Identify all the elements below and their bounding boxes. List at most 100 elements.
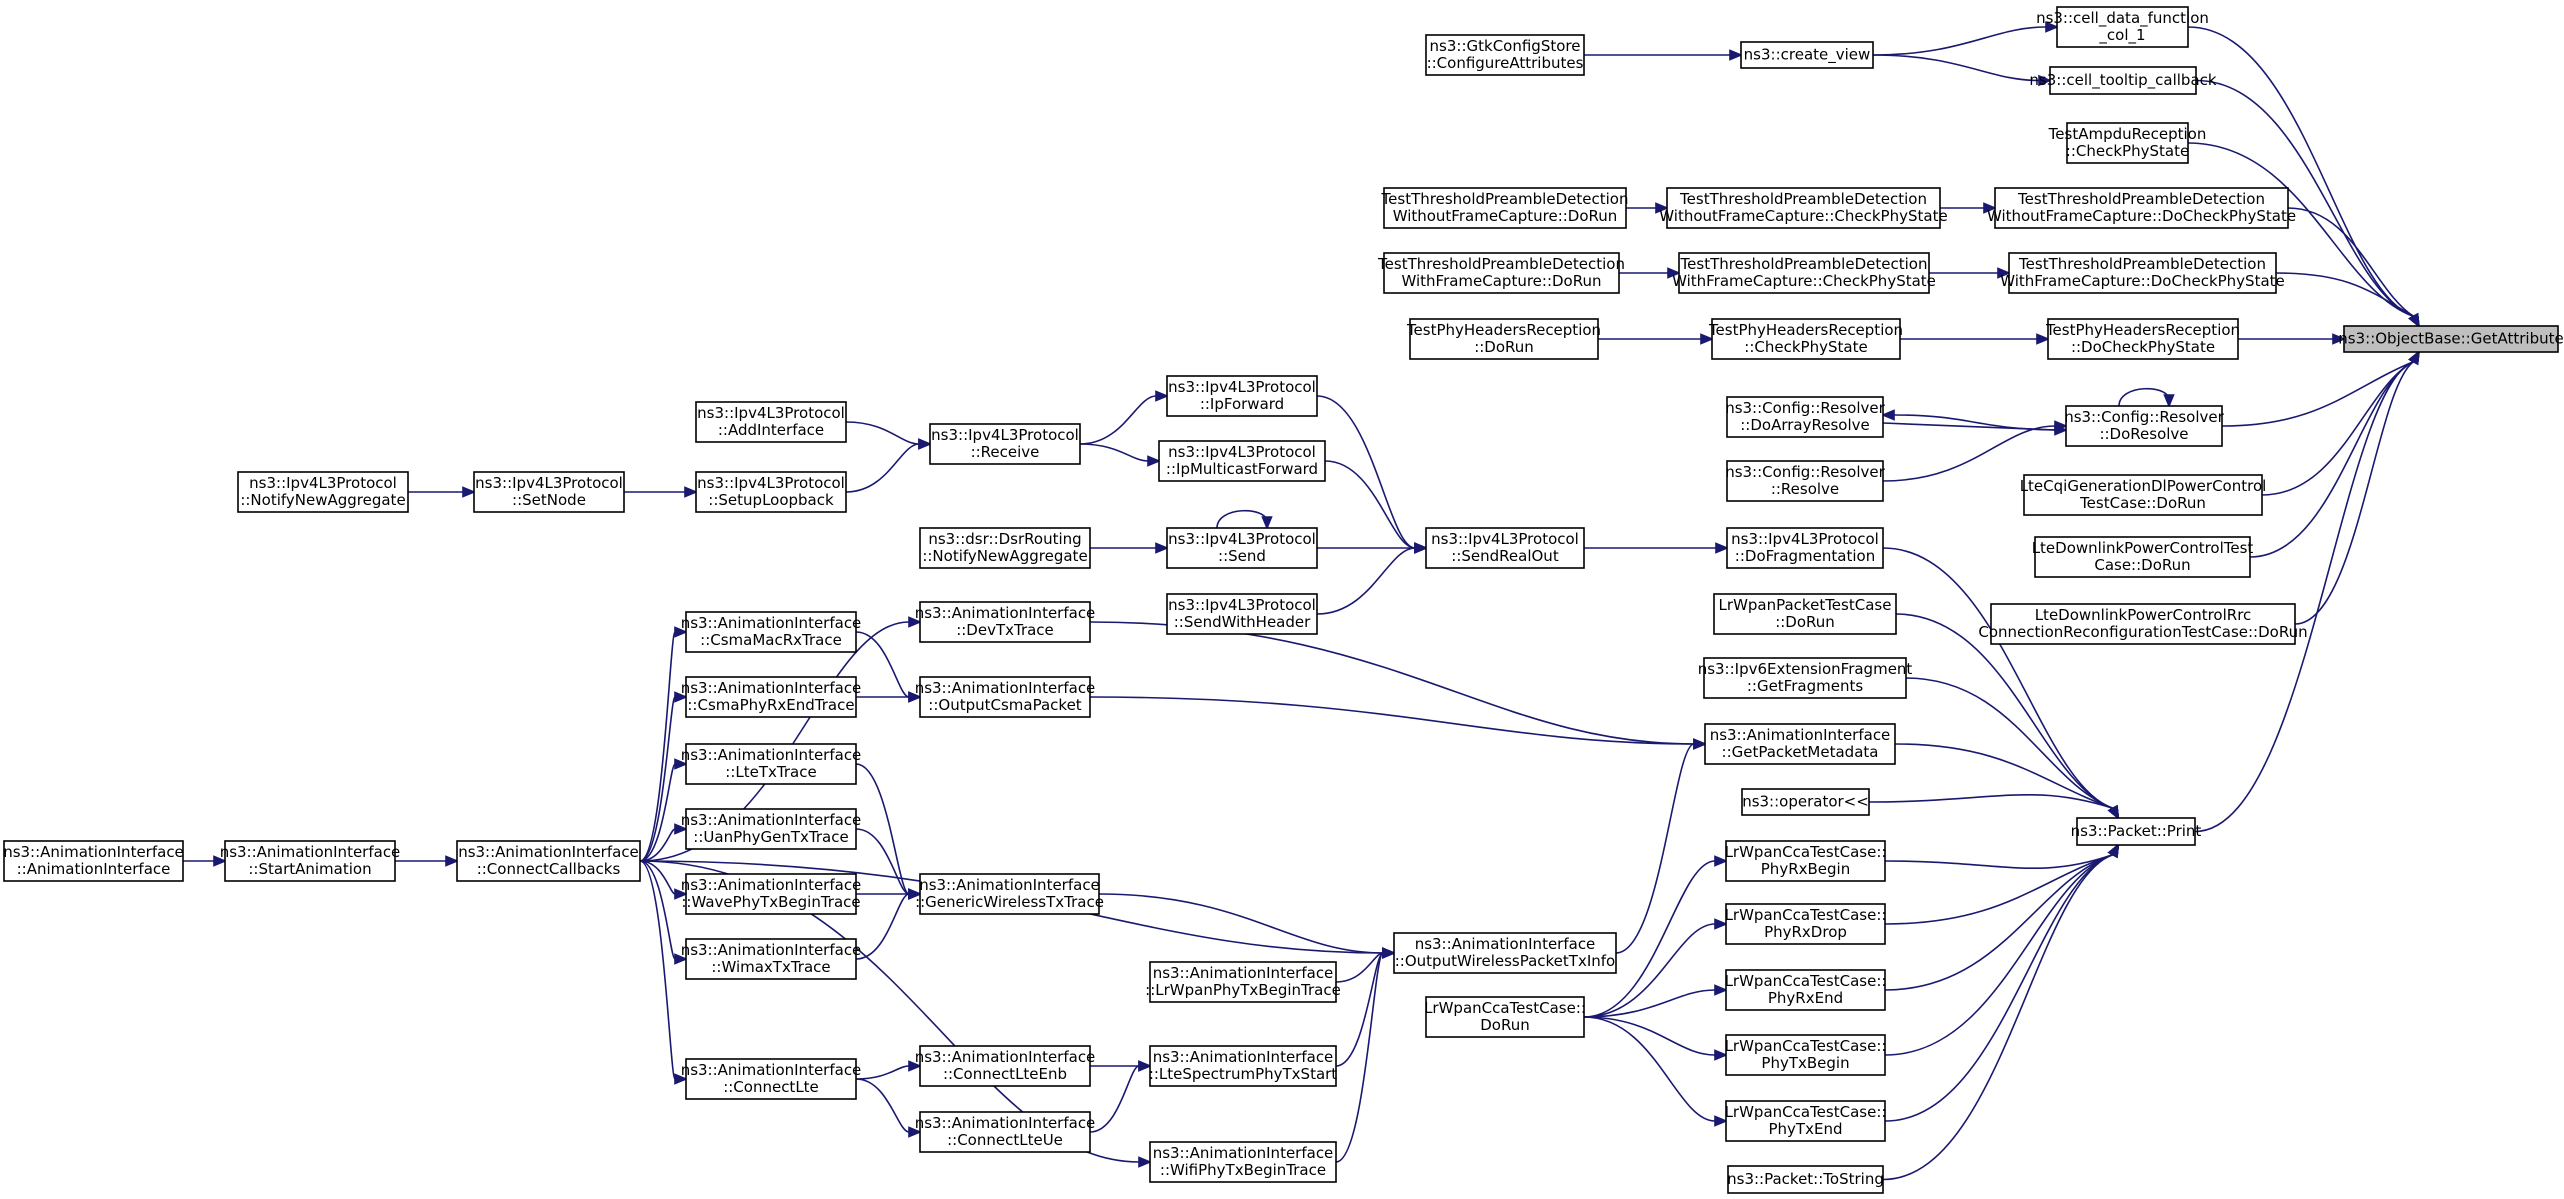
- node-lrwpanphy[interactable]: ns3::AnimationInterface::LrWpanPhyTxBegi…: [1145, 961, 1341, 1003]
- node-addinterface[interactable]: ns3::Ipv4L3Protocol::AddInterface: [695, 401, 847, 443]
- node-label: ns3::AnimationInterface: [681, 1061, 862, 1079]
- node-box: [237, 471, 409, 513]
- node-label: ::ConnectLteEnb: [943, 1065, 1067, 1083]
- edge-notifynewagg-to-setnode: [407, 486, 477, 498]
- node-doarrayresolve[interactable]: ns3::Config::Resolver::DoArrayResolve: [1725, 396, 1886, 438]
- node-ltecqi[interactable]: LteCqiGenerationDlPowerControlTestCase::…: [2020, 474, 2267, 516]
- node-setuploopback[interactable]: ns3::Ipv4L3Protocol::SetupLoopback: [695, 471, 847, 513]
- node-connectlte[interactable]: ns3::AnimationInterface::ConnectLte: [681, 1058, 862, 1100]
- node-box: [2047, 318, 2239, 360]
- node-print[interactable]: ns3::Packet::Print: [2071, 817, 2202, 846]
- node-label: LrWpanCcaTestCase::: [1725, 843, 1887, 861]
- node-label: ::UanPhyGenTxTrace: [693, 828, 848, 846]
- node-box: [1741, 788, 1870, 816]
- node-ampdu[interactable]: TestAmpduReception::CheckPhyState: [2048, 122, 2207, 164]
- node-dsr[interactable]: ns3::dsr::DsrRouting::NotifyNewAggregate: [919, 527, 1091, 569]
- node-phytxbegin[interactable]: LrWpanCcaTestCase::PhyTxBegin: [1725, 1034, 1887, 1076]
- node-label: ::Send: [1218, 547, 1266, 565]
- node-dofrag[interactable]: ns3::Ipv4L3Protocol::DoFragmentation: [1726, 527, 1884, 569]
- node-label: ::NotifyNewAggregate: [922, 547, 1087, 565]
- node-outwireless[interactable]: ns3::AnimationInterface::OutputWirelessP…: [1393, 932, 1617, 974]
- node-box: [1158, 440, 1326, 482]
- node-getpktmeta[interactable]: ns3::AnimationInterface::GetPacketMetada…: [1704, 723, 1896, 765]
- node-wifiphy[interactable]: ns3::AnimationInterface::WifiPhyTxBeginT…: [1149, 1141, 1337, 1183]
- node-tpdw_docheck[interactable]: TestThresholdPreambleDetectionWithFrameC…: [2000, 252, 2285, 294]
- node-ipmcforward[interactable]: ns3::Ipv4L3Protocol::IpMulticastForward: [1158, 440, 1326, 482]
- node-ipforward[interactable]: ns3::Ipv4L3Protocol::IpForward: [1166, 375, 1318, 417]
- node-setnode[interactable]: ns3::Ipv4L3Protocol::SetNode: [473, 471, 625, 513]
- node-operator[interactable]: ns3::operator<<: [1741, 788, 1870, 816]
- node-box: [1711, 318, 1901, 360]
- node-resolve[interactable]: ns3::Config::Resolver::Resolve: [1725, 460, 1886, 502]
- node-ipv6frag[interactable]: ns3::Ipv6ExtensionFragment::GetFragments: [1698, 657, 1913, 699]
- node-tpdwo_dorun[interactable]: TestThresholdPreambleDetectionWithoutFra…: [1381, 187, 1629, 229]
- edge-getpktmeta-to-print: [1894, 743, 2120, 820]
- node-label: ::CheckPhyState: [2066, 142, 2189, 160]
- node-gtkconfig[interactable]: ns3::GtkConfigStore::ConfigureAttributes: [1425, 34, 1585, 76]
- node-getattr[interactable]: ns3::ObjectBase::GetAttribute: [2338, 325, 2564, 353]
- node-doresolve[interactable]: ns3::Config::Resolver::DoResolve: [2064, 405, 2225, 447]
- node-phyrxbegin[interactable]: LrWpanCcaTestCase::PhyRxBegin: [1725, 840, 1887, 882]
- node-sendwithheader[interactable]: ns3::Ipv4L3Protocol::SendWithHeader: [1166, 593, 1318, 635]
- node-label: ns3::AnimationInterface: [681, 614, 862, 632]
- node-send[interactable]: ns3::Ipv4L3Protocol::Send: [1166, 527, 1318, 569]
- node-tpdwo_check[interactable]: TestThresholdPreambleDetectionWithoutFra…: [1659, 187, 1948, 229]
- node-label: ::Receive: [971, 443, 1040, 461]
- node-label: PhyTxBegin: [1761, 1054, 1849, 1072]
- edge-connectcb-to-wimax: [639, 860, 689, 965]
- node-label: ::GetFragments: [1747, 677, 1863, 695]
- node-label: ::IpForward: [1200, 395, 1284, 413]
- node-label: ns3::operator<<: [1742, 793, 1869, 811]
- node-wimax[interactable]: ns3::AnimationInterface::WimaxTxTrace: [681, 938, 862, 980]
- node-ltetx[interactable]: ns3::AnimationInterface::LteTxTrace: [681, 743, 862, 785]
- node-phyrxend[interactable]: LrWpanCcaTestCase::PhyRxEnd: [1725, 969, 1887, 1011]
- node-phyrxdrop[interactable]: LrWpanCcaTestCase::PhyRxDrop: [1725, 903, 1887, 945]
- node-box: [2049, 66, 2197, 95]
- node-lrwpanpkt[interactable]: LrWpanPacketTestCase::DoRun: [1713, 593, 1897, 635]
- node-startanim[interactable]: ns3::AnimationInterface::StartAnimation: [220, 840, 401, 882]
- node-createview[interactable]: ns3::create_view: [1740, 41, 1874, 69]
- node-phh_docheck[interactable]: TestPhyHeadersReception::DoCheckPhyState: [2045, 318, 2240, 360]
- node-box: [2023, 474, 2263, 516]
- node-box: [685, 938, 857, 980]
- node-notifynewagg[interactable]: ns3::Ipv4L3Protocol::NotifyNewAggregate: [237, 471, 409, 513]
- node-devtxtrace[interactable]: ns3::AnimationInterface::DevTxTrace: [915, 601, 1096, 643]
- node-receive[interactable]: ns3::Ipv4L3Protocol::Receive: [929, 423, 1081, 465]
- node-box: [1393, 932, 1617, 974]
- node-phytxend[interactable]: LrWpanCcaTestCase::PhyTxEnd: [1725, 1100, 1887, 1142]
- node-connectlteue[interactable]: ns3::AnimationInterface::ConnectLteUe: [915, 1111, 1096, 1153]
- node-tpdwo_docheck[interactable]: TestThresholdPreambleDetectionWithoutFra…: [1987, 187, 2296, 229]
- node-csmamacrx[interactable]: ns3::AnimationInterface::CsmaMacRxTrace: [681, 611, 862, 653]
- node-wavephy[interactable]: ns3::AnimationInterface::WavePhyTxBeginT…: [681, 873, 862, 915]
- node-label: ns3::Ipv4L3Protocol: [475, 474, 623, 492]
- node-ccadorun[interactable]: LrWpanCcaTestCase::DoRun: [1424, 996, 1586, 1038]
- edge-csmaphyrx-to-outcsma: [855, 691, 923, 703]
- node-ltespectrum[interactable]: ns3::AnimationInterface::LteSpectrumPhyT…: [1149, 1045, 1337, 1087]
- node-box: [473, 471, 625, 513]
- node-tpdw_check[interactable]: TestThresholdPreambleDetectionWithFrameC…: [1672, 252, 1936, 294]
- node-connectlteenb[interactable]: ns3::AnimationInterface::ConnectLteEnb: [915, 1045, 1096, 1087]
- node-sendrealout[interactable]: ns3::Ipv4L3Protocol::SendRealOut: [1425, 527, 1585, 569]
- node-ltedlpcrrc[interactable]: LteDownlinkPowerControlRrcConnectionReco…: [1978, 603, 2308, 645]
- node-label: ns3::create_view: [1744, 46, 1871, 65]
- node-phh_check[interactable]: TestPhyHeadersReception::CheckPhyState: [1708, 318, 1903, 360]
- node-connectcb[interactable]: ns3::AnimationInterface::ConnectCallback…: [456, 840, 641, 882]
- node-celldata[interactable]: ns3::cell_data_function_col_1: [2036, 6, 2209, 48]
- node-label: ns3::AnimationInterface: [681, 679, 862, 697]
- node-tostring[interactable]: ns3::Packet::ToString: [1727, 1165, 1884, 1194]
- node-label: TestThresholdPreambleDetection: [1679, 190, 1927, 208]
- node-genericwl[interactable]: ns3::AnimationInterface::GenericWireless…: [915, 873, 1104, 915]
- node-phh_dorun[interactable]: TestPhyHeadersReception::DoRun: [1406, 318, 1601, 360]
- node-animiface[interactable]: ns3::AnimationInterface::AnimationInterf…: [3, 840, 184, 882]
- node-uanphy[interactable]: ns3::AnimationInterface::UanPhyGenTxTrac…: [681, 808, 862, 850]
- node-outcsma[interactable]: ns3::AnimationInterface::OutputCsmaPacke…: [915, 676, 1096, 718]
- node-label: ns3::AnimationInterface: [220, 843, 401, 861]
- node-box: [456, 840, 641, 882]
- node-label: ::LteSpectrumPhyTxStart: [1149, 1065, 1337, 1083]
- edge-ccadorun-to-phytxbegin: [1583, 1016, 1729, 1061]
- node-csmaphyrx[interactable]: ns3::AnimationInterface::CsmaPhyRxEndTra…: [681, 676, 862, 718]
- node-tpdw_dorun[interactable]: TestThresholdPreambleDetectionWithFrameC…: [1377, 252, 1625, 294]
- node-label: ::StartAnimation: [248, 860, 371, 878]
- node-celltooltip[interactable]: ns3::cell_tooltip_callback: [2029, 66, 2217, 95]
